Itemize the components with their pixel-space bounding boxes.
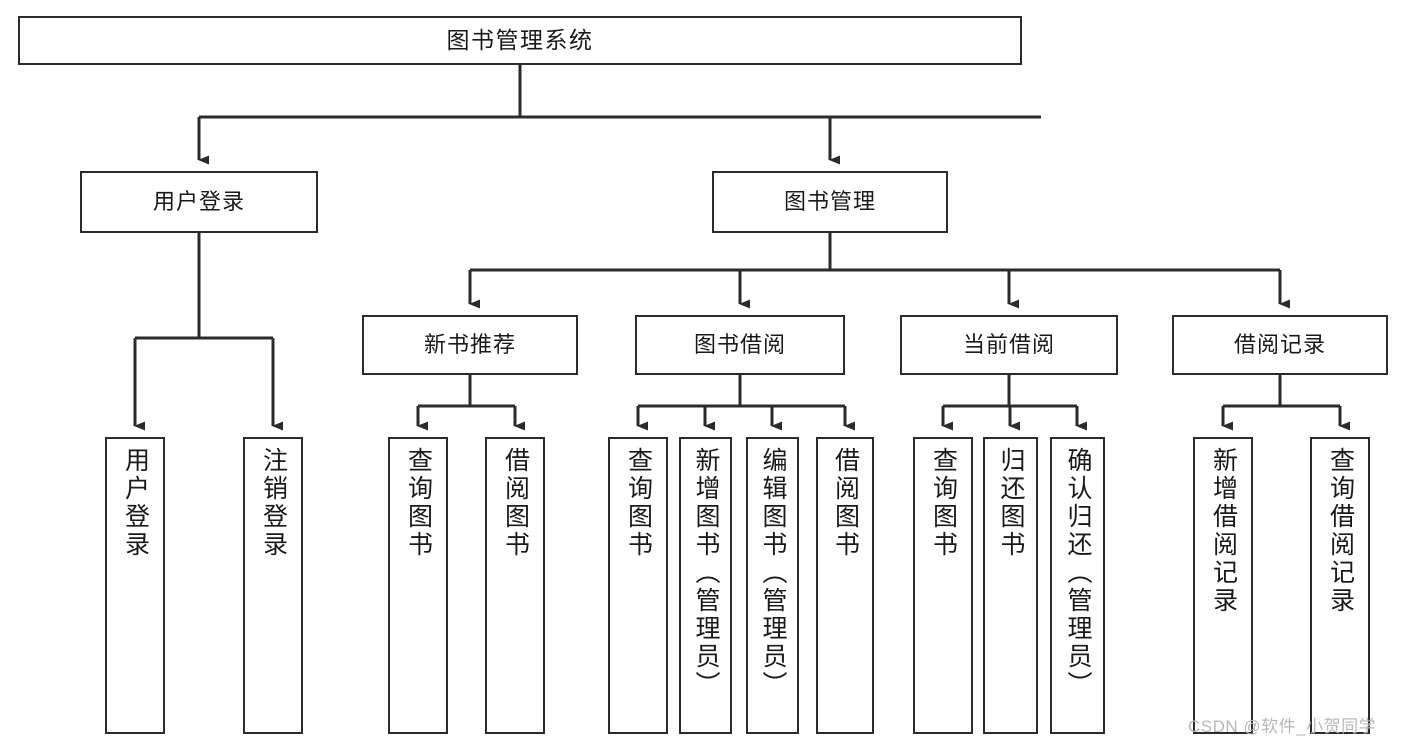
node-root-label: 图书管理系统	[446, 26, 594, 53]
node-book-borrow[interactable]: 图书借阅	[635, 315, 845, 375]
leaf-edit-book-admin-label: 编辑图书（管理员）	[759, 447, 787, 699]
leaf-confirm-return-admin-label: 确认归还（管理员）	[1064, 447, 1092, 699]
node-current-borrow[interactable]: 当前借阅	[900, 315, 1118, 375]
leaf-logout-label: 注销登录	[259, 447, 288, 559]
node-borrow-record-label: 借阅记录	[1233, 332, 1326, 358]
leaf-borrow-book-borrow[interactable]: 借阅图书	[816, 437, 874, 734]
node-current-borrow-label: 当前借阅	[962, 332, 1055, 358]
leaf-confirm-return-admin[interactable]: 确认归还（管理员）	[1050, 437, 1105, 734]
leaf-query-book-newbook[interactable]: 查询图书	[388, 437, 448, 734]
node-user-login[interactable]: 用户登录	[80, 171, 318, 233]
leaf-borrow-book-newbook[interactable]: 借阅图书	[485, 437, 545, 734]
node-book-management-label: 图书管理	[783, 189, 876, 215]
node-book-borrow-label: 图书借阅	[693, 332, 786, 358]
leaf-borrow-book-borrow-label: 借阅图书	[831, 447, 860, 559]
leaf-query-borrow-record[interactable]: 查询借阅记录	[1310, 437, 1370, 734]
node-new-book-recommend[interactable]: 新书推荐	[362, 315, 578, 375]
node-book-management[interactable]: 图书管理	[712, 171, 948, 233]
leaf-return-book-label: 归还图书	[997, 447, 1025, 559]
node-borrow-record[interactable]: 借阅记录	[1172, 315, 1388, 375]
leaf-add-book-admin[interactable]: 新增图书（管理员）	[679, 437, 732, 734]
csdn-watermark: CSDN @软件_小贺同学	[1188, 717, 1377, 736]
leaf-query-book-current-label: 查询图书	[929, 447, 958, 559]
leaf-add-borrow-record-label: 新增借阅记录	[1209, 447, 1238, 615]
leaf-return-book[interactable]: 归还图书	[983, 437, 1038, 734]
node-new-book-recommend-label: 新书推荐	[423, 332, 516, 358]
leaf-user-login-label: 用户登录	[121, 447, 150, 559]
leaf-add-book-admin-label: 新增图书（管理员）	[692, 447, 720, 699]
leaf-query-book-borrow[interactable]: 查询图书	[608, 437, 668, 734]
leaf-borrow-book-newbook-label: 借阅图书	[501, 447, 530, 559]
leaf-query-book-borrow-label: 查询图书	[624, 447, 653, 559]
node-user-login-label: 用户登录	[152, 189, 245, 215]
leaf-query-book-current[interactable]: 查询图书	[913, 437, 973, 734]
leaf-edit-book-admin[interactable]: 编辑图书（管理员）	[746, 437, 799, 734]
leaf-user-login[interactable]: 用户登录	[105, 437, 165, 734]
node-root[interactable]: 图书管理系统	[18, 16, 1022, 65]
leaf-logout[interactable]: 注销登录	[243, 437, 303, 734]
leaf-query-book-newbook-label: 查询图书	[404, 447, 433, 559]
leaf-add-borrow-record[interactable]: 新增借阅记录	[1193, 437, 1253, 734]
leaf-query-borrow-record-label: 查询借阅记录	[1326, 447, 1355, 615]
